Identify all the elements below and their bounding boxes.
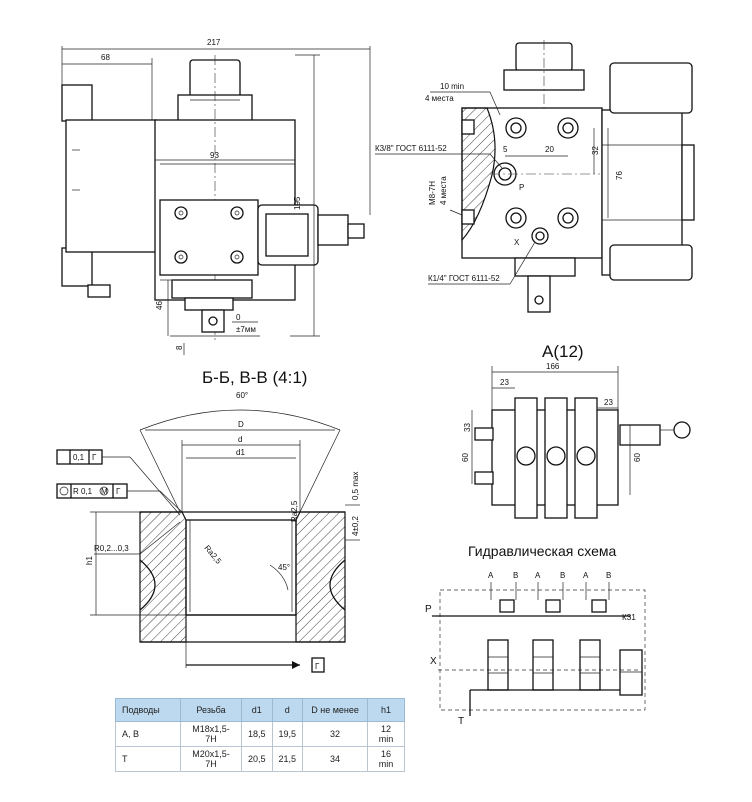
label-k31: КЗ1: [622, 613, 636, 622]
dim-76: 76: [615, 171, 624, 180]
table-header: Подводы: [115, 698, 181, 722]
port-b3: B: [606, 571, 611, 580]
dim-b: 8: [175, 345, 184, 350]
dim-left: 68: [101, 53, 110, 62]
dim-23-left: 23: [500, 378, 509, 387]
top-view-title: А(12): [542, 342, 584, 361]
label-k38: К3/8" ГОСТ 6111-52: [375, 144, 447, 153]
svg-text:0,1: 0,1: [73, 453, 85, 462]
table-header: d1: [241, 698, 273, 722]
dim-bottom: 46: [155, 301, 164, 310]
table-cell: M20x1,5-7H: [180, 746, 242, 772]
port-a2: A: [535, 571, 541, 580]
table-cell: 12 min: [367, 721, 406, 747]
table-row: T M20x1,5-7H 20,5 21,5 34 16 min: [115, 746, 406, 772]
roughness-side: Ra2,5: [202, 544, 223, 567]
port-t: T: [458, 716, 464, 727]
valve-section-3: [579, 599, 607, 691]
table-header: Резьба: [180, 698, 242, 722]
port-p: P: [425, 604, 432, 615]
table-header-row: Подводы Резьба d1 d D не менее h1: [115, 698, 406, 722]
hydraulic-scheme: Гидравлическая схема A B A B A B P КЗ1 X…: [425, 543, 646, 727]
port-x: X: [514, 238, 520, 247]
table-header: h1: [367, 698, 406, 722]
table-cell: A, B: [115, 721, 181, 747]
port-b1: B: [513, 571, 518, 580]
dim-33: 33: [463, 423, 472, 432]
angle-45: 45°: [278, 563, 290, 572]
valve-section-2: [532, 599, 561, 691]
dim-60-right: 60: [633, 453, 642, 462]
label-k14: К1/4" ГОСТ 6111-52: [428, 274, 500, 283]
svg-text:Г: Г: [116, 487, 121, 496]
spec-table: Подводы Резьба d1 d D не менее h1 A, B M…: [115, 698, 406, 772]
label-m8-count: 4 места: [439, 176, 448, 205]
table-cell: 34: [302, 746, 369, 772]
dim-32: 32: [591, 146, 600, 155]
table-cell: 21,5: [271, 746, 304, 772]
top-view: А(12) 166 23 23 33 60 60: [461, 342, 691, 519]
table-row: A, B M18x1,5-7H 18,5 19,5 32 12 min: [115, 721, 406, 747]
dim-lever-neutral: 0: [236, 313, 241, 322]
dim-20: 20: [545, 145, 554, 154]
dim-height: 195: [293, 196, 302, 210]
dim-d1: d1: [236, 448, 245, 457]
label-holes-depth: 10 min: [440, 82, 464, 91]
dim-4: 4±0,2: [351, 515, 360, 536]
port-x: X: [430, 656, 437, 667]
table-cell: 20,5: [241, 746, 273, 772]
svg-text:М: М: [101, 487, 108, 496]
angle-top: 60°: [236, 391, 248, 400]
port-a3: A: [583, 571, 589, 580]
table-cell: 32: [302, 721, 369, 747]
dim-166: 166: [546, 362, 560, 371]
table-cell: T: [115, 746, 181, 772]
dim-D: D: [238, 420, 244, 429]
section-body-left: [139, 511, 187, 643]
solenoid-cap-left-lower: [61, 247, 93, 287]
table-header: d: [271, 698, 304, 722]
dim-5: 5: [503, 145, 508, 154]
section-view: Б-Б, В-В (4:1) 60° D d d1 0,1 Г R 0,1: [56, 368, 360, 673]
scheme-title: Гидравлическая схема: [468, 543, 616, 559]
solenoid-left: [65, 119, 157, 253]
table-cell: 19,5: [271, 721, 304, 747]
table-cell: M18x1,5-7H: [180, 721, 242, 747]
svg-text:Г: Г: [92, 453, 97, 462]
section-title: Б-Б, В-В (4:1): [202, 368, 307, 387]
radius-label: R0,2...0,3: [94, 544, 129, 553]
dim-center: 93: [210, 151, 219, 160]
table-header: D не менее: [302, 698, 369, 722]
lever: [201, 309, 225, 333]
roughness-top: Ra2,5: [290, 500, 299, 522]
dim-lever-travel: ±7мм: [236, 325, 256, 334]
side-view: 10 min 4 места К3/8" ГОСТ 6111-52 М8-7Н …: [375, 40, 695, 313]
dim-05: 0,5 max: [351, 472, 360, 500]
dim-23-right: 23: [604, 398, 613, 407]
relief-valve: [619, 649, 643, 696]
front-view: 217 68 93: [61, 38, 371, 355]
dim-60-left: 60: [461, 453, 470, 462]
svg-text:R 0,1: R 0,1: [73, 487, 93, 496]
dim-d: d: [238, 435, 242, 444]
table-cell: 16 min: [367, 746, 406, 772]
datum-g: Г: [315, 662, 320, 671]
port-p: P: [519, 183, 524, 192]
tolerance-perpendicularity: 0,1 Г: [56, 449, 181, 516]
dim-overall-width: 217: [207, 38, 221, 47]
section-body-right: [295, 511, 346, 643]
port-b2: B: [560, 571, 565, 580]
label-m8: М8-7Н: [428, 181, 437, 205]
label-holes-count: 4 места: [425, 94, 454, 103]
solenoid-cap-left: [61, 84, 93, 122]
tolerance-position: R 0,1 М Г: [56, 483, 183, 513]
port-a1: A: [488, 571, 494, 580]
table-cell: 18,5: [241, 721, 273, 747]
valve-section-1: [487, 599, 515, 691]
dim-h1: h1: [85, 556, 94, 565]
